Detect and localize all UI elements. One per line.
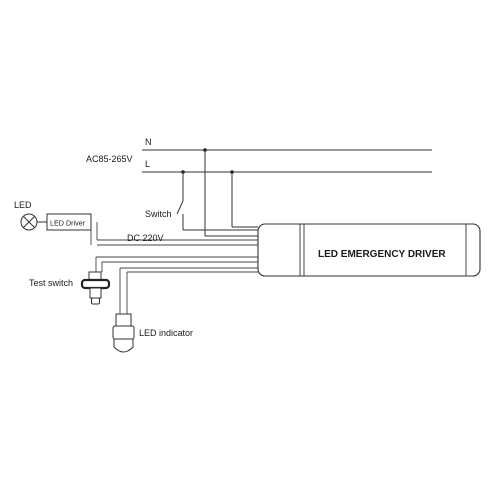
led-indicator (112, 313, 135, 353)
led-label: LED (14, 200, 32, 210)
driver-label: LED EMERGENCY DRIVER (318, 249, 446, 260)
test-switch-wires (95, 256, 258, 272)
wall-switch (176, 172, 184, 230)
indicator-lens (113, 338, 134, 353)
mains-lines (142, 149, 432, 173)
ac-voltage-label: AC85-265V (86, 154, 133, 164)
mains-feed-wires (183, 150, 258, 237)
led-lamp (20, 213, 47, 231)
test-switch (80, 271, 111, 305)
test-switch-button (91, 297, 100, 305)
live-label: L (145, 159, 150, 169)
led-driver-box: LED Driver (46, 213, 92, 231)
neutral-label: N (145, 137, 152, 147)
driver-body (257, 223, 481, 277)
emergency-driver-unit: LED EMERGENCY DRIVER (257, 223, 481, 277)
switch-label: Switch (145, 209, 172, 219)
dc-output-wires (90, 222, 258, 246)
dc-voltage-label: DC 220V (127, 233, 164, 243)
led-driver-label: LED Driver (50, 219, 86, 228)
led-indicator-label: LED indicator (139, 328, 193, 338)
indicator-wires (119, 267, 258, 314)
led-driver-rect (46, 213, 92, 231)
test-switch-nut (80, 278, 111, 290)
junction-dots (181, 148, 234, 174)
test-switch-label: Test switch (29, 278, 73, 288)
